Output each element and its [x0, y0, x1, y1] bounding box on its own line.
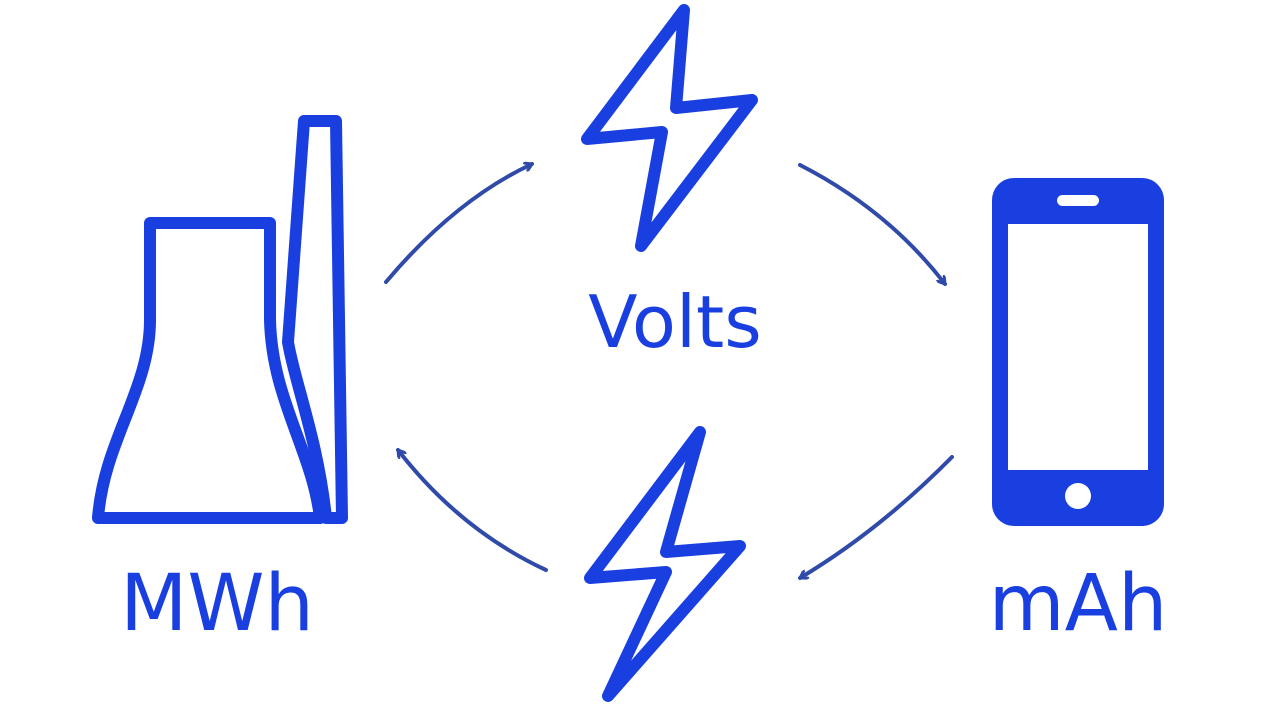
label-mwh: MWh: [120, 559, 314, 649]
curved-arrow-icon: [798, 455, 954, 580]
smartphone-icon: [992, 178, 1164, 526]
label-mah: mAh: [989, 559, 1168, 649]
curved-arrow-icon: [384, 164, 534, 284]
curved-arrow-icon: [396, 448, 548, 572]
lightning-bolt-icon: [584, 426, 746, 702]
power-plant-icon: [92, 115, 348, 524]
lightning-bolt-icon: [581, 4, 758, 252]
curved-arrow-icon: [798, 163, 947, 286]
label-volts: Volts: [588, 280, 761, 364]
